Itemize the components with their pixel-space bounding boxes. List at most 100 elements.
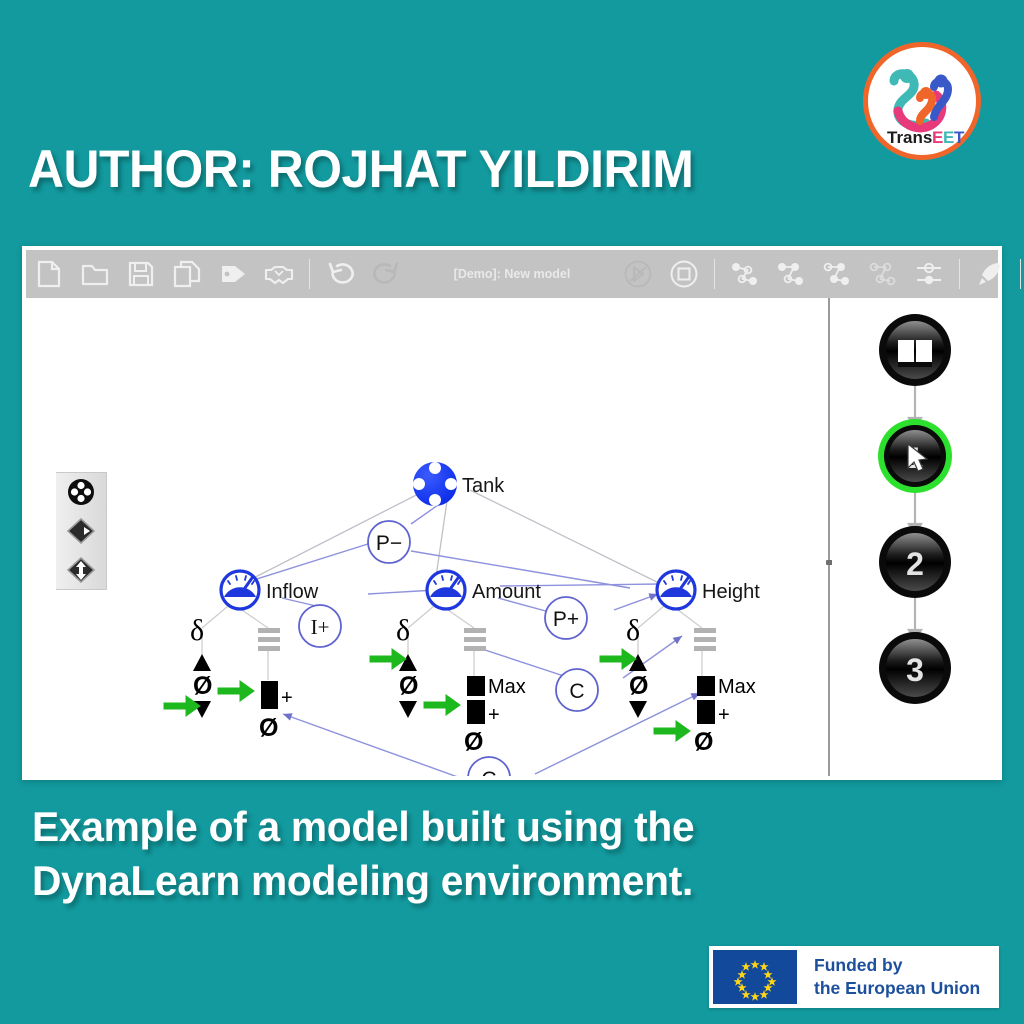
eu-badge-line1: Funded by xyxy=(814,954,903,975)
run-simulation-icon[interactable] xyxy=(619,255,657,293)
undo-icon[interactable] xyxy=(321,255,359,293)
derivative-symbol: δ xyxy=(626,614,640,647)
rail-node-1[interactable]: 1 xyxy=(878,419,952,493)
derivative-symbol: δ xyxy=(396,614,410,647)
magnitude-box xyxy=(697,676,715,696)
model-title: [Demo]: New model xyxy=(453,267,571,281)
magnitude-zero: Ø xyxy=(464,728,483,756)
magnitude-box-label: Max xyxy=(488,676,526,698)
quantity-label: Amount xyxy=(472,581,541,603)
redo-icon[interactable] xyxy=(367,255,405,293)
entity-label: Tank xyxy=(462,475,505,497)
quantity-inflow[interactable]: Inflow δ Ø + Ø xyxy=(163,569,319,742)
quantity-stems xyxy=(201,605,703,680)
tool-palette xyxy=(56,472,107,590)
svg-text:T: T xyxy=(954,128,965,147)
quantity-label: Height xyxy=(702,581,760,603)
progress-rail: 1 2 3 xyxy=(832,298,998,776)
relation-label: P− xyxy=(376,532,402,555)
rocket-icon[interactable] xyxy=(971,255,1009,293)
magnitude-box-label: + xyxy=(281,687,293,709)
quantity-label: Inflow xyxy=(266,581,319,603)
rail-node-2[interactable]: 2 xyxy=(879,526,951,598)
magnitude-bar xyxy=(464,646,486,651)
relation-i-plus[interactable]: I+ xyxy=(298,604,342,648)
derivative-zero: Ø xyxy=(193,672,212,700)
causal-edges xyxy=(243,497,701,776)
caption-text: Example of a model built using the DynaL… xyxy=(32,803,695,904)
model-canvas[interactable]: Tank Inflow δ Ø xyxy=(30,298,827,776)
open-model-icon[interactable] xyxy=(76,255,114,293)
magnitude-zero: Ø xyxy=(694,728,713,756)
rail-node-label: 2 xyxy=(906,546,924,582)
magnitude-zero: Ø xyxy=(259,714,278,742)
toolbar-divider-2 xyxy=(714,259,715,289)
magnitude-box xyxy=(467,700,485,724)
magnitude-box-label: + xyxy=(488,704,500,726)
derivative-value-marker xyxy=(599,648,637,670)
structure-edges xyxy=(229,487,666,591)
magnitude-value-marker xyxy=(653,720,691,742)
transeet-logo: Trans E E T xyxy=(863,42,981,160)
state-graph-icon-3[interactable] xyxy=(818,255,856,293)
quantity-amount[interactable]: Amount δ Ø Max + Ø xyxy=(369,569,541,756)
eu-badge-line2: the European Union xyxy=(814,978,981,998)
magnitude-box-label: + xyxy=(718,704,730,726)
relation-label: C xyxy=(481,768,496,776)
save-model-icon[interactable] xyxy=(122,255,160,293)
relation-label: I+ xyxy=(311,615,330,639)
magnitude-bar xyxy=(464,637,486,642)
model-diagram: Tank Inflow δ Ø xyxy=(163,462,760,776)
derivative-zero: Ø xyxy=(629,672,648,700)
state-graph-icon-1[interactable] xyxy=(726,255,764,293)
toolbar-divider-3 xyxy=(959,259,960,289)
handshake-icon[interactable] xyxy=(260,255,298,293)
configuration-tool-icon[interactable] xyxy=(64,516,98,546)
rail-node-label: 3 xyxy=(906,652,924,688)
magnitude-bar xyxy=(258,646,280,651)
rail-node-3[interactable]: 3 xyxy=(879,632,951,704)
state-graph-icon-2[interactable] xyxy=(772,255,810,293)
svg-text:Trans: Trans xyxy=(887,128,932,147)
progress-rail-graphic: 1 2 3 xyxy=(878,314,952,704)
relation-c-lower[interactable]: C xyxy=(467,756,511,776)
magnitude-bar xyxy=(694,628,716,633)
toolbar: [Demo]: New model xyxy=(26,250,1021,298)
quantity-tool-icon[interactable] xyxy=(64,555,98,585)
svg-text:E: E xyxy=(932,128,943,147)
relation-p-minus[interactable]: P− xyxy=(367,520,411,564)
derivative-zero: Ø xyxy=(399,672,418,700)
magnitude-bar xyxy=(694,646,716,651)
magnitude-bar xyxy=(464,628,486,633)
relation-label: C xyxy=(569,680,584,703)
derivative-down xyxy=(399,701,417,718)
copy-model-icon[interactable] xyxy=(168,255,206,293)
page-title: AUTHOR: ROJHAT YILDIRIM xyxy=(28,140,694,199)
magnitude-box xyxy=(467,676,485,696)
magnitude-value-marker xyxy=(217,680,255,702)
eu-stars xyxy=(733,960,777,1001)
tag-icon[interactable] xyxy=(214,255,252,293)
settings-sliders-icon[interactable] xyxy=(910,255,948,293)
new-model-icon[interactable] xyxy=(30,255,68,293)
stop-simulation-icon[interactable] xyxy=(665,255,703,293)
splitter-handle[interactable] xyxy=(826,560,834,565)
derivative-down xyxy=(629,701,647,718)
toolbar-divider-4 xyxy=(1020,259,1021,289)
magnitude-bar xyxy=(694,637,716,642)
eu-badge-text: Funded by the European Union xyxy=(814,954,980,1000)
relation-p-plus[interactable]: P+ xyxy=(544,596,588,640)
toolbar-divider-1 xyxy=(309,259,310,289)
quantity-height[interactable]: Height δ Ø Max + Ø xyxy=(599,569,760,756)
european-union-flag xyxy=(713,950,797,1004)
entity-tank[interactable]: Tank xyxy=(413,462,505,506)
magnitude-box xyxy=(697,700,715,724)
derivative-value-marker xyxy=(163,695,201,717)
panel-splitter[interactable] xyxy=(826,298,834,776)
rail-node-book[interactable] xyxy=(879,314,951,386)
relation-c-upper[interactable]: C xyxy=(555,668,599,712)
dynalearn-app-window: [Demo]: New model xyxy=(22,246,1021,780)
state-graph-icon-4[interactable] xyxy=(864,255,902,293)
magnitude-box xyxy=(261,681,278,709)
entity-tool-icon[interactable] xyxy=(64,477,98,507)
